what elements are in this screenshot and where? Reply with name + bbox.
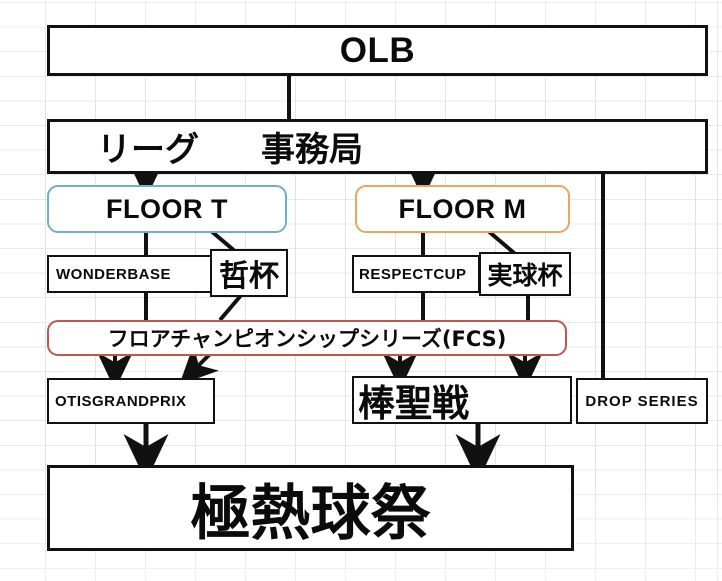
node-floor-t[interactable]: FLOOR T — [47, 185, 287, 233]
node-fcs-label: フロアチャンピオンシップシリーズ(FCS) — [107, 327, 507, 351]
node-olb-label: OLB — [339, 30, 416, 70]
node-office-label: 事務局 — [261, 130, 363, 170]
node-wonderbase-label: WONDERBASE — [56, 265, 172, 283]
node-drop-series-label: DROP SERIES — [585, 392, 699, 410]
node-respectcup[interactable]: RESPECTCUP — [352, 255, 480, 293]
node-jikkyu-hai-label: 実球杯 — [487, 261, 563, 290]
node-wonderbase[interactable]: WONDERBASE — [47, 255, 212, 293]
node-floor-t-label: FLOOR T — [106, 193, 228, 224]
node-league-label: リーグ — [97, 130, 199, 170]
node-floor-m[interactable]: FLOOR M — [355, 185, 570, 233]
node-tetsu-hai[interactable]: 哲杯 — [210, 249, 288, 297]
node-jikkyu-hai[interactable]: 実球杯 — [479, 252, 571, 296]
node-bouseisen-label: 棒聖戦 — [358, 382, 469, 425]
connector-tetsu-hai-to-fcs — [218, 291, 245, 322]
node-respectcup-label: RESPECTCUP — [359, 265, 467, 283]
node-gokunetsu[interactable]: 極熱球祭 — [47, 465, 574, 551]
node-gokunetsu-label: 極熱球祭 — [190, 478, 431, 549]
node-tetsu-hai-label: 哲杯 — [219, 259, 279, 294]
node-bouseisen[interactable]: 棒聖戦 — [352, 376, 572, 425]
node-olb[interactable]: OLB — [47, 25, 708, 76]
node-floor-m-label: FLOOR M — [398, 193, 527, 224]
node-drop-series[interactable]: DROP SERIES — [576, 378, 708, 424]
node-otisgrandprix[interactable]: OTISGRANDPRIX — [47, 378, 215, 424]
node-league-office[interactable]: リーグ 事務局 — [47, 119, 708, 174]
node-fcs[interactable]: フロアチャンピオンシップシリーズ(FCS) — [47, 320, 567, 356]
node-otisgrandprix-label: OTISGRANDPRIX — [55, 392, 187, 410]
